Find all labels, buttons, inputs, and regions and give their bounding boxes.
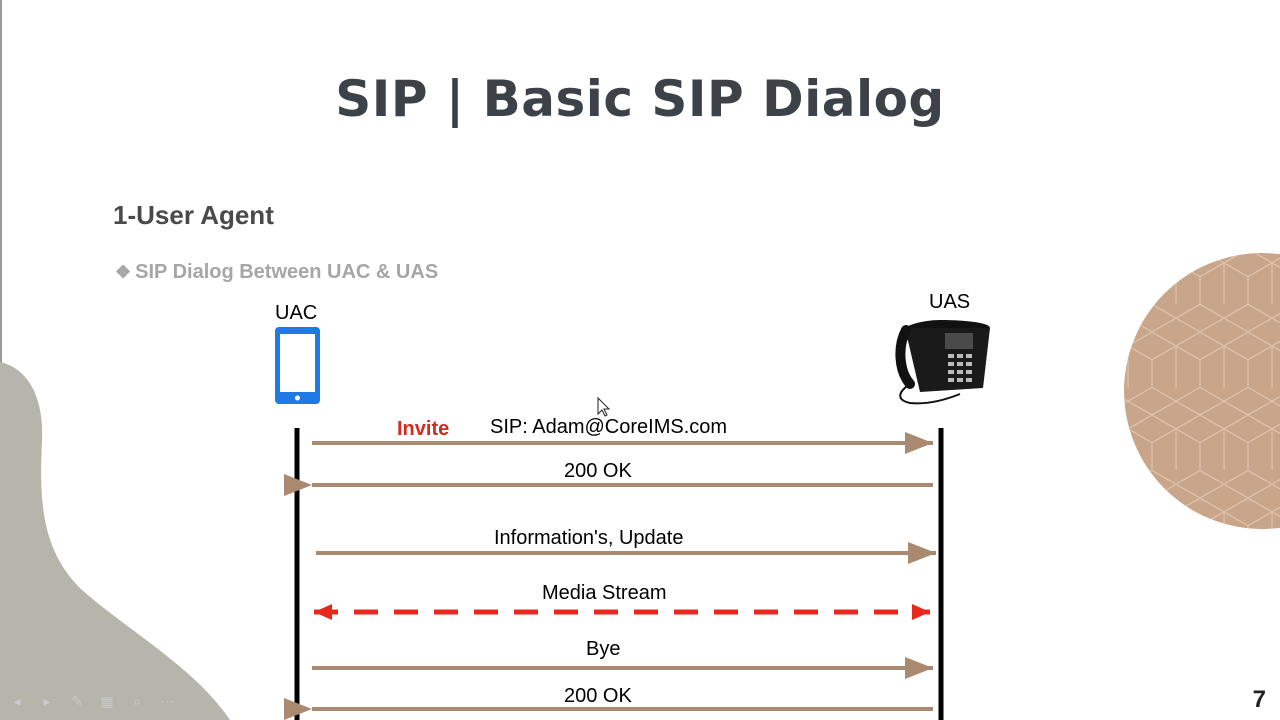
message-label-200-ok-1: 200 OK — [564, 460, 632, 482]
desk-phone-icon — [895, 320, 990, 405]
bullet-text: SIP Dialog Between UAC & UAS — [135, 261, 439, 283]
uas-label: UAS — [929, 291, 971, 313]
slides-overview-icon[interactable]: ▦ — [100, 693, 114, 709]
mobile-phone-icon — [275, 327, 320, 404]
mouse-pointer-icon — [597, 396, 611, 417]
more-options-icon[interactable]: ⋯ — [160, 693, 174, 709]
bullet-item: ❖SIP Dialog Between UAC & UAS — [115, 261, 438, 284]
invite-tag: Invite — [397, 418, 450, 440]
section-heading: 1-User Agent — [113, 200, 274, 230]
previous-slide-icon[interactable]: ◂ — [13, 693, 21, 709]
message-label-update: Information's, Update — [494, 527, 684, 549]
page-number: 7 — [1252, 686, 1266, 713]
message-label-media-stream: Media Stream — [542, 582, 667, 604]
slide-title: SIP | Basic SIP Dialog — [335, 70, 945, 128]
zoom-icon[interactable]: ⌕ — [133, 693, 141, 709]
decor-gray-blob — [0, 362, 230, 720]
pen-icon[interactable]: ✎ — [71, 693, 83, 709]
presentation-toolbar: ◂ ▸ ✎ ▦ ⌕ ⋯ — [6, 692, 178, 714]
message-label-bye: Bye — [586, 638, 621, 660]
message-label-200-ok-2: 200 OK — [564, 685, 632, 707]
slide-left-border — [0, 0, 2, 720]
diamond-bullet-icon: ❖ — [115, 262, 132, 282]
uac-label: UAC — [275, 302, 318, 324]
next-slide-icon[interactable]: ▸ — [43, 693, 51, 709]
message-label-invite: SIP: Adam@CoreIMS.com — [490, 416, 728, 438]
